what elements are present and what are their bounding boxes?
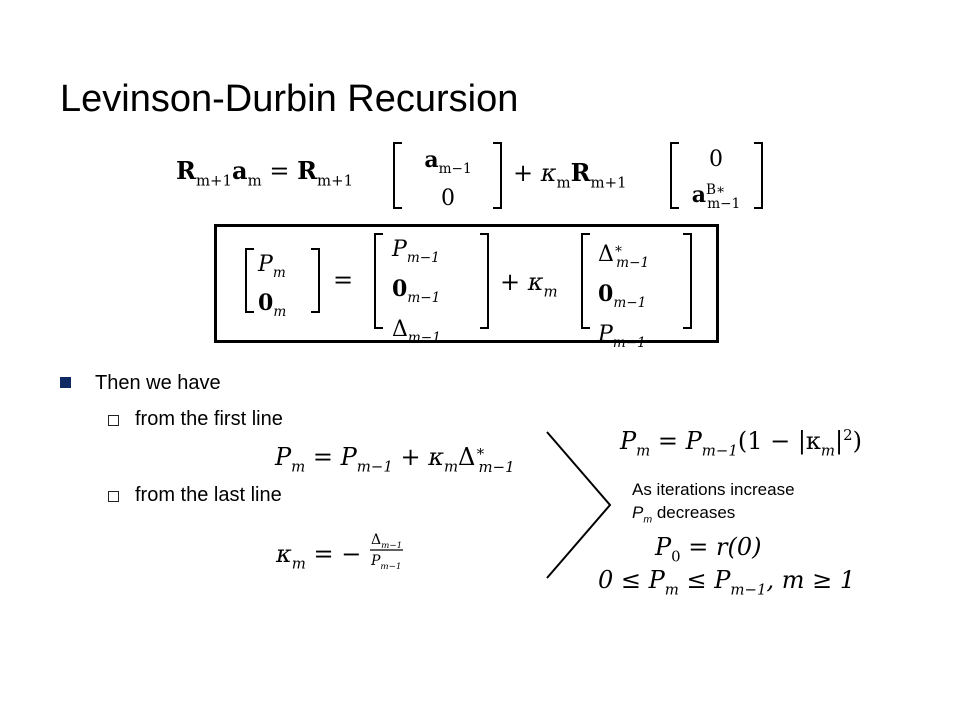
- sub-bullet-icon: [108, 415, 119, 426]
- equation-1-lhs: Rm+1am = Rm+1: [176, 156, 354, 190]
- bullet-last-line: from the last line: [135, 484, 282, 506]
- equation-1-vector-1: am−1 0: [424, 147, 472, 212]
- last-line-numerator: Δm−1: [371, 532, 403, 551]
- bullet-first-line: from the first line: [135, 408, 283, 430]
- box-vector-2: Δ∗m−1 0m−1 Pm−1: [598, 241, 650, 352]
- result-equation-2: P0 = r(0): [655, 533, 762, 566]
- slide-title: Levinson-Durbin Recursion: [60, 78, 519, 120]
- sub-bullet-icon: [108, 491, 119, 502]
- box-equals: =: [333, 266, 354, 294]
- last-line-denominator: Pm−1: [371, 553, 402, 572]
- bullet-then-we-have: Then we have: [95, 372, 221, 394]
- equation-1-vector-2: 0 aB∗m−1: [691, 147, 741, 213]
- result-equation-1: Pm = Pm−1(1 − |κm|2): [620, 426, 862, 460]
- boxed-equation: [214, 224, 719, 343]
- note-iterations: As iterations increase Pm decreases: [632, 480, 795, 526]
- equation-1-middle: + κmRm+1: [513, 158, 627, 192]
- box-lhs-vector: Pm 0m: [258, 252, 287, 321]
- bullet-square-icon: [60, 377, 71, 388]
- box-vector-1: Pm−1 0m−1 Δm−1: [392, 237, 441, 347]
- first-line-equation: Pm = Pm−1 + κmΔ∗m−1: [275, 442, 515, 476]
- box-plus-kappa: + κm: [500, 268, 558, 301]
- result-equation-3: 0 ≤ Pm ≤ Pm−1, m ≥ 1: [598, 566, 856, 599]
- last-line-equation-lhs: κm = −: [276, 540, 362, 573]
